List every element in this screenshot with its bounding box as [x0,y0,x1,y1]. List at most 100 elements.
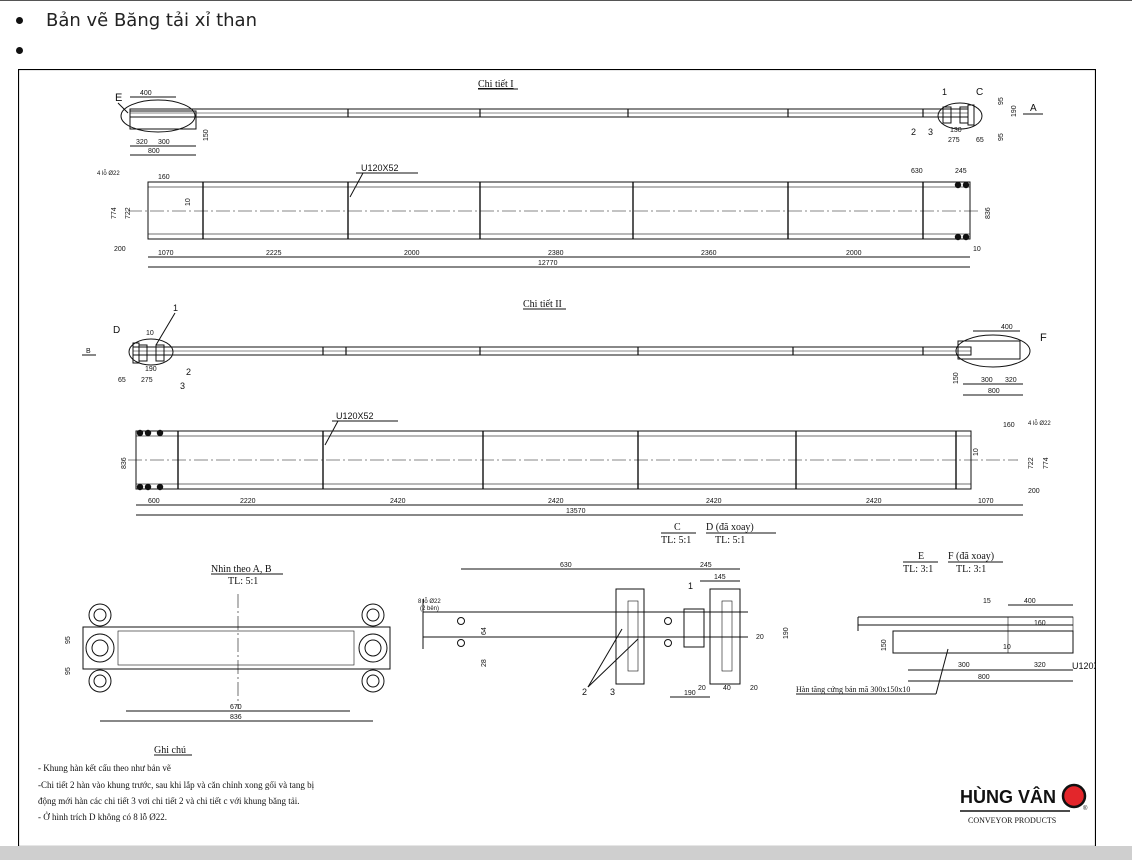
note-line: - Khung hàn kết cấu theo như bản vẽ [38,763,171,773]
view-f-title: F (đã xoay) [948,551,994,562]
bottom-bar [0,846,1132,860]
dim-text: 10 [973,246,981,253]
dim-text: 10 [973,448,980,456]
profile-label: U120X52 [361,163,399,173]
section-title-1: Chi tiết I [478,79,514,90]
dim-text: 150 [881,639,888,651]
dim-text: 10 [146,330,154,337]
dim-text: 2420 [706,498,722,505]
label-e: E [115,92,122,104]
dim-text: 160 [158,174,170,181]
dim-text: 28 [481,659,488,667]
hole-label: 4 lỗ Ø22 [97,170,120,177]
dim-text: 95 [998,97,1005,105]
dim-text: 600 [148,498,160,505]
dim-text: 1070 [158,250,174,257]
view-ab-scale: TL: 5:1 [228,576,258,587]
dim-text: 200 [1028,488,1040,495]
view-d-title: D (đã xoay) [706,522,754,533]
detail-d-circle [128,338,174,366]
part-label: 3 [610,687,615,697]
dim-text: 190 [684,690,696,697]
logo-circle-icon [1061,783,1087,809]
view-d-scale: TL: 5:1 [715,535,745,546]
dim-text: 12770 [538,260,558,267]
dim-text: 320 [1034,662,1046,669]
dim-text: 300 [958,662,970,669]
dim-text: 670 [230,704,242,711]
dim-text: 1070 [978,498,994,505]
dim-text: 10 [1003,644,1011,651]
dim-text: 275 [948,137,960,144]
dim-text: 722 [1028,457,1035,469]
detail-f-circle [955,334,1031,368]
dim-text: 15 [983,598,991,605]
dim-text: 150 [953,372,960,384]
dim-text: 40 [723,685,731,692]
list-item-text: Bản vẽ Băng tải xỉ than [46,10,257,31]
dim-text: 95 [998,133,1005,141]
note-line: - Ở hình trích D không có 8 lỗ Ø22. [38,812,167,822]
part-label: 1 [942,87,947,97]
label-f: F [1040,332,1047,344]
list-item [14,36,257,66]
end-view-ab [82,594,391,709]
bullet-icon [16,47,23,54]
dim-text: 800 [978,674,990,681]
dim-text: 2360 [701,250,717,257]
dim-text: 130 [950,127,962,134]
detail-ef-view [857,616,1074,654]
dim-text: 2380 [548,250,564,257]
label-a: A [1030,103,1037,114]
dim-text: 13570 [566,508,586,515]
dim-text: 20 [698,685,706,692]
logo-registered: ® [1083,805,1088,812]
dim-text: 160 [1034,620,1046,627]
dim-text: 630 [560,562,572,569]
dim-text: 2000 [404,250,420,257]
dim-text: 10 [185,198,192,206]
dim-text: 190 [1011,105,1018,117]
dim-text: 836 [230,714,242,721]
dim-text: 190 [145,366,157,373]
dim-text: 630 [911,168,923,175]
dim-text: 150 [203,129,210,141]
dim-text: 2220 [240,498,256,505]
dim-text: 400 [1001,324,1013,331]
detail-c-circle [937,102,983,130]
view-e-title: E [918,551,924,562]
bullet-list: Bản vẽ Băng tải xỉ than [14,6,257,66]
dim-text: 800 [988,388,1000,395]
profile-label: U120X52 [1072,661,1096,671]
note-line: -Chi tiết 2 hàn vào khung trước, sau khi… [38,780,315,790]
part-label: 1 [173,303,178,313]
view-f-scale: TL: 3:1 [956,564,986,575]
label-c: C [976,87,983,98]
dim-text: 400 [1024,598,1036,605]
dim-text: 320 [1005,377,1017,384]
part-label: 2 [911,127,916,137]
dim-text: 2420 [548,498,564,505]
dim-text: 836 [121,457,128,469]
dim-text: 300 [981,377,993,384]
hole-label-8: 8 lỗ Ø22 [418,598,441,605]
top-divider [0,0,1132,1]
dim-text: 95 [65,636,72,644]
dim-text: 145 [714,574,726,581]
dim-text: 65 [118,377,126,384]
part-label: 3 [180,381,185,391]
dim-text: 275 [141,377,153,384]
hole-label: 4 lỗ Ø22 [1028,420,1051,427]
frame-plan-view-1 [147,181,971,240]
dim-text: 836 [985,207,992,219]
section-title-2: Chi tiết II [523,299,562,310]
dim-text: 800 [148,148,160,155]
dim-text: 722 [125,207,132,219]
dim-text: 774 [111,207,118,219]
list-item: Bản vẽ Băng tải xỉ than [14,6,257,36]
label-d: D [113,325,120,336]
notes-title: Ghi chú [154,745,186,756]
part-label: 3 [928,127,933,137]
company-logo: HÙNG VÂN ® CONVEYOR PRODUCTS [957,783,1088,830]
view-c-scale: TL: 5:1 [661,535,691,546]
